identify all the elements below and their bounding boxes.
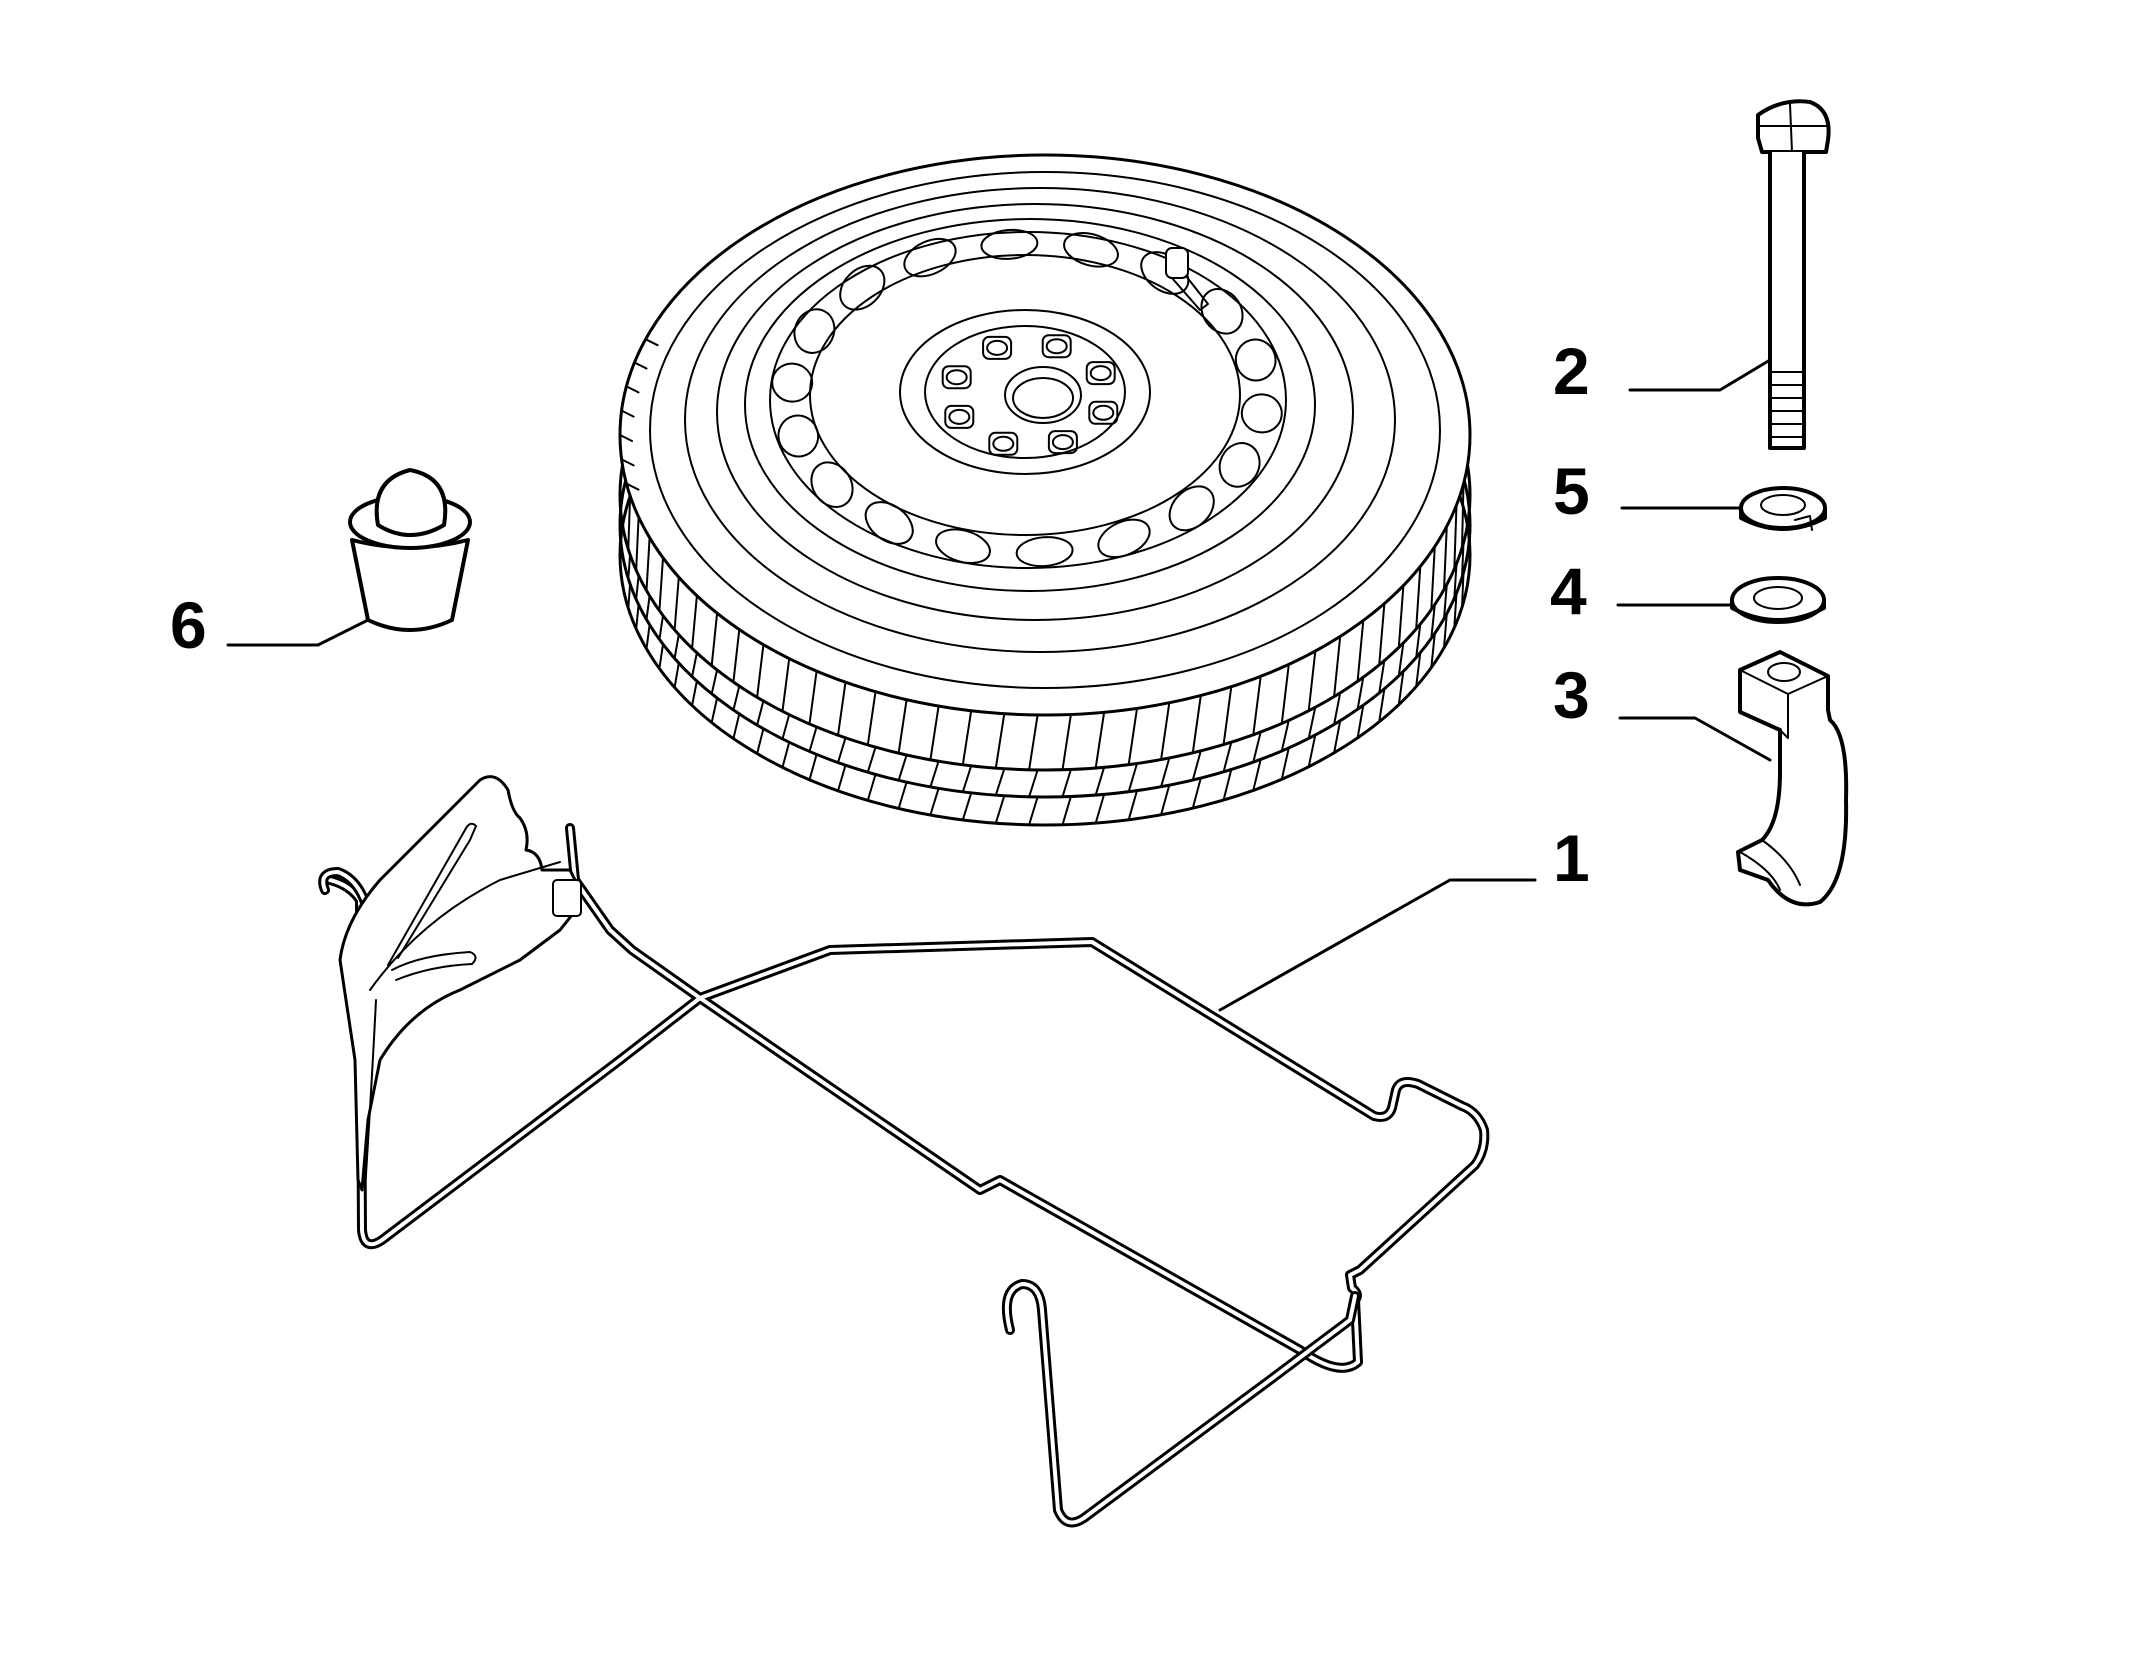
lug-holes [941, 334, 1119, 456]
callout-1: 1 [1553, 821, 1590, 895]
spare-wheel [618, 153, 1472, 827]
callout-3: 3 [1553, 658, 1590, 732]
callout-4: 4 [1550, 554, 1587, 628]
bolt-part [1756, 99, 1831, 450]
leader-6 [226, 618, 370, 647]
callout-5: 5 [1553, 454, 1590, 528]
spare-wheel-bracket-part [318, 775, 1490, 1528]
tread-pattern [619, 338, 1465, 826]
lock-washer-part [1739, 486, 1827, 531]
leader-3 [1618, 716, 1772, 762]
callout-6: 6 [170, 588, 207, 662]
valve-stem [1165, 247, 1209, 311]
leader-2 [1628, 358, 1772, 392]
washer-part [1730, 576, 1826, 624]
rubber-buffer-part [348, 468, 472, 632]
leader-1 [1218, 878, 1537, 1012]
callout-2: 2 [1553, 334, 1590, 408]
clamp-part [1736, 650, 1849, 907]
leader-lines [226, 358, 1772, 1012]
